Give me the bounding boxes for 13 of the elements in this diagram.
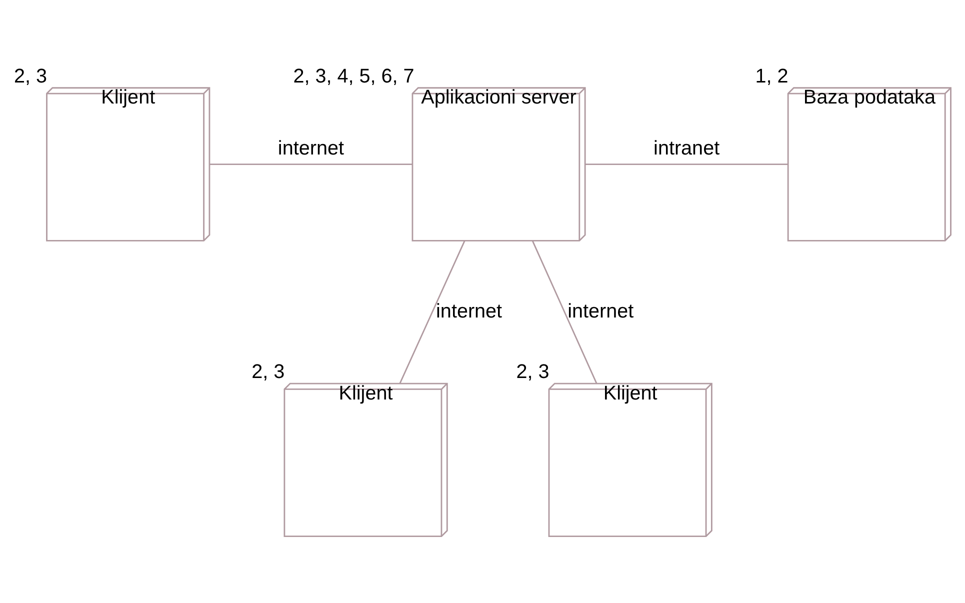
node-label: 2, 3 [252,361,285,384]
connector [532,240,598,384]
edge-label: intranet [654,138,720,160]
edge-label: internet [278,138,344,160]
connector [399,240,466,384]
node-label: 2, 3 [516,361,550,384]
connector [585,164,788,165]
node-label: 2, 3, 4, 5, 6, 7 [293,66,414,88]
edge-label: internet [436,300,502,322]
node-label: 1, 2 [755,66,788,88]
connector [210,164,412,165]
node-label: 2, 3 [14,66,48,88]
edge-label: internet [568,300,634,322]
